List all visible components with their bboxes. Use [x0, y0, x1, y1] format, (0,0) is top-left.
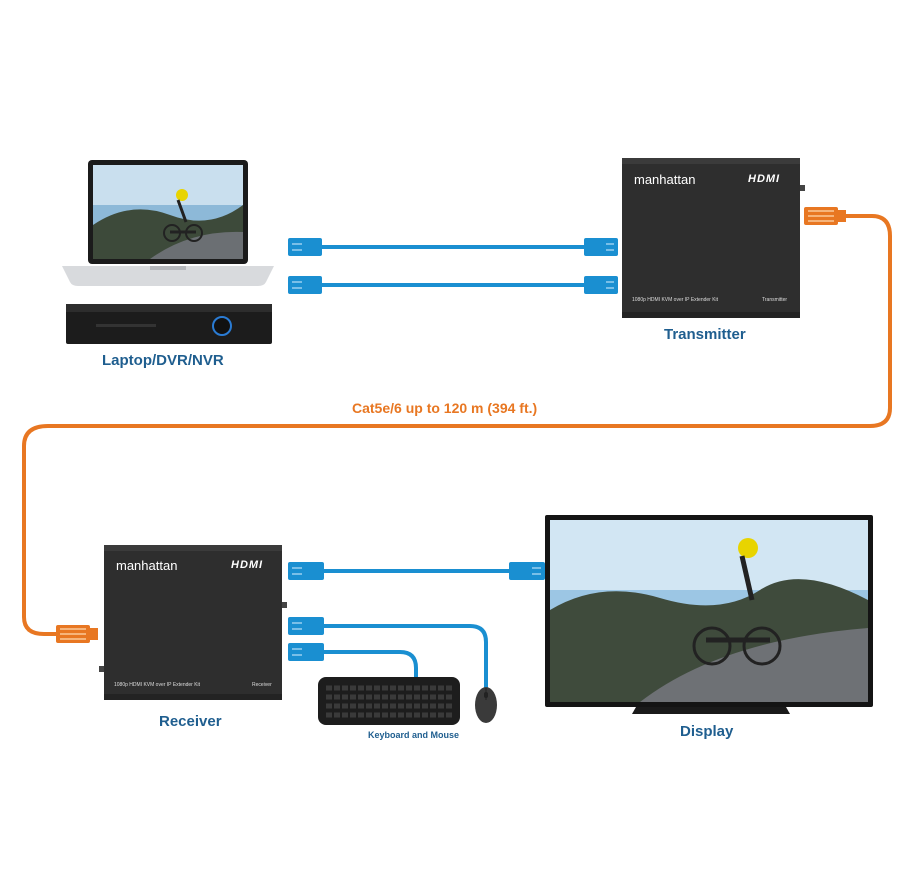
dvr-recorder: [66, 304, 272, 344]
plug-highlights: [292, 243, 614, 656]
mouse: [475, 687, 497, 723]
usb-cables: [322, 245, 585, 690]
cat-cable: [22, 214, 892, 636]
transmitter-box: [622, 158, 805, 318]
receiver-label: Receiver: [159, 713, 222, 730]
receiver-brand: manhattan: [116, 558, 178, 573]
cable-label: Cat5e/6 up to 120 m (394 ft.): [352, 400, 538, 416]
display-tv: [545, 515, 873, 714]
transmitter-kit-text: 1080p HDMI KVM over IP Extender Kit: [632, 297, 719, 303]
rj45-connector-transmitter: [804, 207, 846, 225]
receiver-hdmi-logo: HDMI: [231, 559, 264, 571]
cable-plugs: [288, 238, 618, 661]
transmitter-label: Transmitter: [664, 326, 746, 343]
display-label: Display: [680, 723, 734, 740]
laptop: [62, 160, 274, 286]
keyboard: [318, 677, 460, 725]
rj45-connector-receiver: [56, 625, 98, 643]
receiver-box: [99, 545, 287, 700]
transmitter-unit-text: Transmitter: [762, 297, 788, 303]
receiver-kit-text: 1080p HDMI KVM over IP Extender Kit: [114, 682, 201, 688]
source-label: Laptop/DVR/NVR: [102, 352, 224, 369]
transmitter-hdmi-logo: HDMI: [748, 173, 781, 185]
receiver-unit-text: Receiver: [252, 682, 272, 688]
transmitter-brand: manhattan: [634, 172, 696, 187]
peripherals-label: Keyboard and Mouse: [368, 730, 460, 740]
